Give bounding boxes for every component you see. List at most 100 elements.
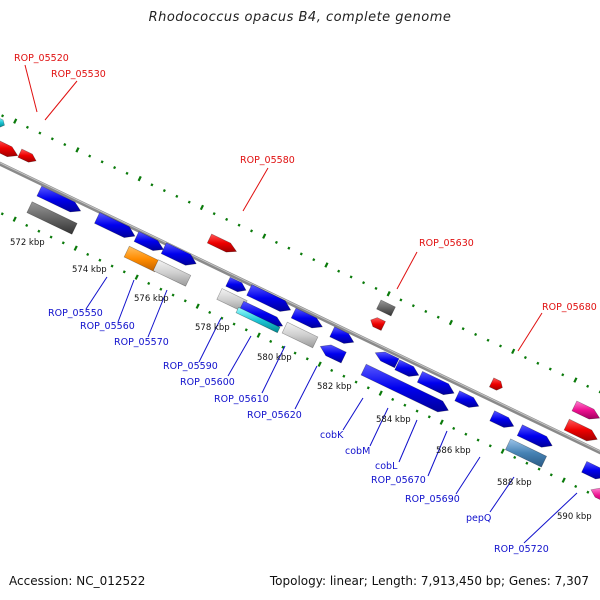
gene-label-rop-05680[interactable]: ROP_05680: [542, 302, 597, 313]
map-title: Rhodococcus opacus B4, complete genome: [148, 10, 452, 25]
gene-label-rop-05610[interactable]: ROP_05610: [214, 394, 269, 405]
label-leader-line: [342, 397, 364, 431]
gene-arrow[interactable]: [370, 317, 386, 331]
gene-label-rop-05520[interactable]: ROP_05520: [14, 53, 69, 64]
guide-dot: [244, 328, 248, 332]
scale-tick-mark: [13, 118, 18, 124]
guide-dot: [513, 455, 517, 460]
guide-dot: [498, 344, 503, 348]
guide-dot: [424, 309, 428, 314]
gene-arrow[interactable]: [571, 400, 600, 420]
label-leader-line: [147, 289, 168, 338]
gene-arrow[interactable]: [0, 139, 19, 158]
gene-label-rop-05580[interactable]: ROP_05580: [240, 155, 295, 166]
gene-arrow[interactable]: [152, 259, 192, 287]
gene-arrow[interactable]: [160, 242, 197, 266]
label-leader-line: [523, 492, 578, 544]
scale-tick-mark: [439, 419, 444, 425]
scale-tick-mark: [448, 319, 453, 326]
guide-dot: [212, 212, 216, 216]
label-leader-line: [427, 430, 448, 477]
gene-label-rop-05550[interactable]: ROP_05550: [48, 308, 103, 319]
guide-dot: [362, 281, 366, 285]
gene-arrow[interactable]: [319, 344, 347, 364]
scale-tick-mark: [137, 175, 142, 182]
gene-arrow[interactable]: [360, 363, 449, 413]
gene-arrow[interactable]: [290, 307, 323, 329]
gene-label-rop-05670[interactable]: ROP_05670: [371, 475, 426, 486]
label-leader-line: [455, 456, 481, 495]
gene-arrow[interactable]: [17, 148, 37, 163]
gene-arrow[interactable]: [563, 418, 598, 442]
guide-dot: [287, 246, 291, 250]
guide-dot: [49, 235, 53, 239]
gene-arrow[interactable]: [206, 233, 238, 253]
gene-arrow[interactable]: [133, 231, 165, 251]
gene-arrow[interactable]: [0, 117, 5, 128]
gene-arrow[interactable]: [504, 438, 548, 468]
guide-dot: [159, 287, 163, 291]
tick-label-584: 584 kbp: [376, 415, 411, 425]
gene-label-rop-05720[interactable]: ROP_05720: [494, 544, 549, 555]
gene-arrow[interactable]: [374, 351, 400, 369]
guide-dot: [561, 373, 565, 377]
guide-dot: [354, 380, 358, 384]
guide-dot: [488, 444, 492, 448]
guide-dot: [536, 361, 540, 365]
scale-tick-mark: [134, 274, 139, 280]
guide-dot: [337, 269, 341, 273]
guide-dot: [187, 200, 191, 204]
guide-dot: [162, 189, 166, 193]
gene-arrow[interactable]: [590, 487, 600, 503]
gene-label-cobm[interactable]: cobM: [345, 446, 370, 457]
gene-label-cobk[interactable]: cobK: [320, 430, 344, 441]
gene-arrow[interactable]: [123, 245, 161, 273]
label-leader-line: [261, 345, 286, 394]
gene-arrow[interactable]: [581, 460, 600, 480]
gene-arrow[interactable]: [94, 212, 136, 238]
gene-label-cobl[interactable]: cobL: [375, 461, 398, 472]
guide-dot: [50, 137, 54, 141]
gene-label-rop-05590[interactable]: ROP_05590: [163, 361, 218, 372]
guide-dot: [274, 240, 278, 244]
guide-dot: [38, 131, 42, 135]
guide-dot: [586, 490, 590, 494]
gene-label-rop-05630[interactable]: ROP_05630: [419, 238, 474, 249]
gene-label-pepq[interactable]: pepQ: [466, 513, 491, 524]
scale-tick-mark: [324, 262, 329, 268]
gene-label-rop-05560[interactable]: ROP_05560: [80, 321, 135, 332]
gene-arrow[interactable]: [416, 371, 455, 396]
gene-arrow[interactable]: [488, 377, 503, 391]
guide-dot: [586, 384, 590, 388]
gene-arrow[interactable]: [489, 410, 515, 428]
scale-tick-mark: [561, 477, 566, 483]
tick-label-576: 576 kbp: [134, 294, 169, 304]
gene-label-rop-05530[interactable]: ROP_05530: [51, 69, 106, 80]
gene-arrow[interactable]: [225, 276, 247, 293]
gene-arrow[interactable]: [246, 284, 292, 312]
gene-arrow[interactable]: [329, 326, 355, 344]
gene-arrow[interactable]: [394, 359, 420, 377]
scale-tick-mark: [317, 361, 322, 367]
guide-dot: [88, 154, 92, 158]
guide-dot: [574, 484, 578, 489]
gene-label-rop-05690[interactable]: ROP_05690: [405, 494, 460, 505]
gene-arrow[interactable]: [516, 424, 553, 448]
guide-dot: [25, 125, 29, 129]
guide-dot: [125, 171, 129, 175]
guide-dot: [436, 315, 440, 319]
gene-arrow[interactable]: [235, 306, 281, 334]
gene-arrow[interactable]: [454, 390, 480, 408]
gene-label-rop-05570[interactable]: ROP_05570: [114, 337, 169, 348]
gene-label-rop-05620[interactable]: ROP_05620: [247, 410, 302, 421]
tick-label-590: 590 kbp: [557, 512, 592, 522]
guide-dot: [147, 281, 151, 286]
guide-dot: [548, 367, 552, 371]
gene-arrow[interactable]: [281, 321, 319, 349]
gene-label-rop-05600[interactable]: ROP_05600: [180, 377, 235, 388]
label-leader-line: [369, 407, 389, 447]
gene-arrow[interactable]: [26, 201, 78, 235]
gene-arrow[interactable]: [376, 299, 396, 317]
gene-arrow[interactable]: [36, 185, 82, 213]
